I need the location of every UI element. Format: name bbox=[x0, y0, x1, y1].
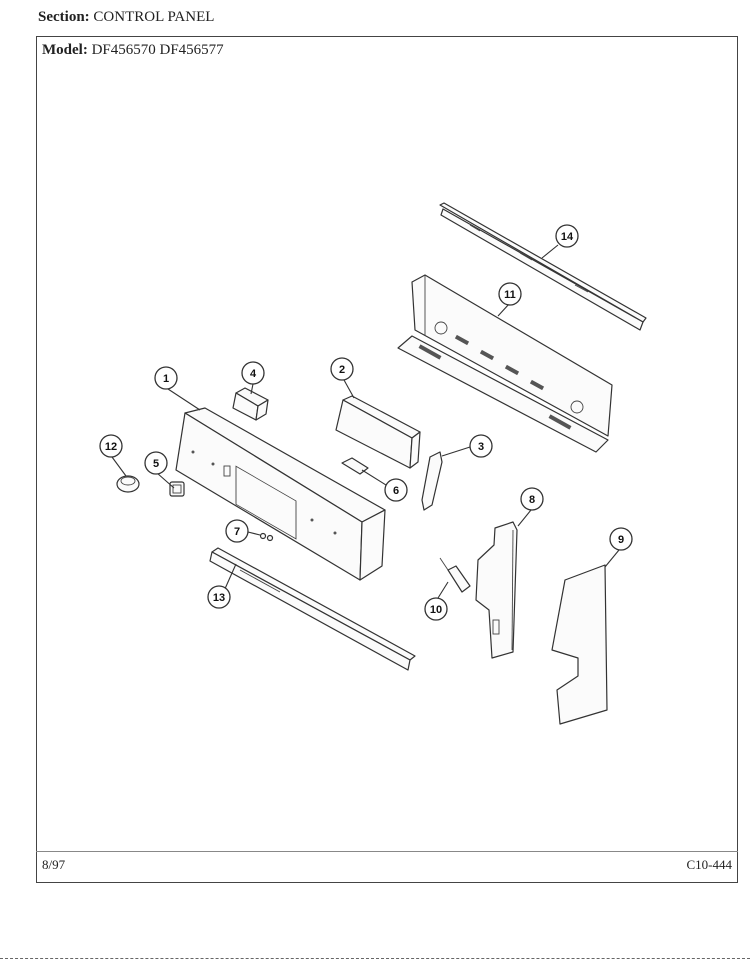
part-12-knob bbox=[116, 475, 140, 493]
model-heading: Model: DF456570 DF456577 bbox=[42, 42, 224, 59]
footer-date: 8/97 bbox=[42, 857, 66, 872]
callout-10: 10 bbox=[424, 597, 448, 621]
callout-5: 5 bbox=[144, 451, 168, 475]
callout-2: 2 bbox=[330, 357, 354, 381]
part-8-side-bracket bbox=[475, 521, 518, 659]
svg-text:7: 7 bbox=[234, 526, 240, 538]
part-9-end-cap bbox=[551, 564, 608, 725]
svg-text:6: 6 bbox=[393, 485, 399, 497]
svg-text:14: 14 bbox=[561, 231, 574, 243]
part-7-screw bbox=[259, 532, 274, 542]
part-3-bracket bbox=[421, 451, 443, 511]
svg-text:8: 8 bbox=[529, 494, 535, 506]
callout-8: 8 bbox=[520, 487, 544, 511]
section-value: CONTROL PANEL bbox=[93, 9, 215, 25]
part-6-clip bbox=[341, 457, 369, 475]
callout-12: 12 bbox=[99, 434, 123, 458]
svg-text:10: 10 bbox=[430, 604, 442, 616]
diagram-frame bbox=[36, 36, 738, 883]
callout-1: 1 bbox=[154, 366, 178, 390]
svg-text:1: 1 bbox=[163, 373, 169, 385]
svg-text:2: 2 bbox=[339, 364, 345, 376]
svg-text:3: 3 bbox=[478, 441, 484, 453]
callout-11: 11 bbox=[498, 282, 522, 306]
part-13-lower-trim bbox=[209, 547, 416, 671]
section-label: Section: bbox=[38, 9, 90, 25]
svg-text:11: 11 bbox=[504, 289, 516, 301]
svg-text:12: 12 bbox=[105, 441, 117, 453]
part-5-insert bbox=[169, 481, 185, 497]
footer-divider bbox=[36, 851, 738, 852]
svg-text:13: 13 bbox=[213, 592, 225, 604]
part-2-clock bbox=[335, 395, 421, 469]
model-label: Model: bbox=[42, 42, 88, 58]
part-11-backguard bbox=[397, 274, 613, 453]
svg-text:9: 9 bbox=[618, 534, 624, 546]
scan-edge-line bbox=[0, 958, 750, 959]
callout-14: 14 bbox=[555, 224, 579, 248]
part-10-small-bracket bbox=[439, 557, 471, 593]
callout-6: 6 bbox=[384, 478, 408, 502]
section-heading: Section: CONTROL PANEL bbox=[38, 9, 214, 26]
callout-13: 13 bbox=[207, 585, 231, 609]
part-14-trim-strip bbox=[439, 202, 647, 331]
callout-3: 3 bbox=[469, 434, 493, 458]
model-value: DF456570 DF456577 bbox=[91, 42, 224, 58]
callout-4: 4 bbox=[241, 361, 265, 385]
callout-7: 7 bbox=[225, 519, 249, 543]
svg-text:5: 5 bbox=[153, 458, 159, 470]
footer-page-code: C10-444 bbox=[686, 857, 733, 872]
part-4-switch bbox=[232, 387, 269, 421]
part-1-control-panel bbox=[175, 407, 386, 581]
svg-text:4: 4 bbox=[250, 368, 257, 380]
callout-9: 9 bbox=[609, 527, 633, 551]
